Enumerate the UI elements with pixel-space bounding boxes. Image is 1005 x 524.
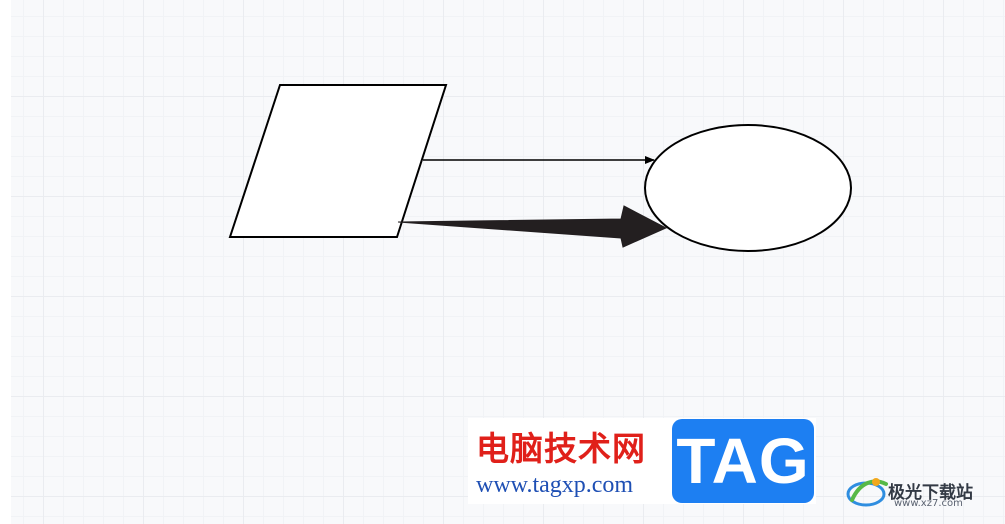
thick-block-arrow[interactable] (397, 205, 668, 248)
left-edge-strip (0, 0, 11, 524)
corner-site-logo: 极光下载站 www.xz7.com (846, 470, 996, 510)
aurora-logo-icon (846, 478, 888, 507)
corner-logo-name: 极光下载站 (888, 483, 973, 503)
watermark-tag-logo: TAG (672, 419, 814, 503)
watermark-site-name: 电脑技术网 (476, 429, 646, 468)
corner-logo-url: www.xz7.com (894, 498, 963, 509)
ellipse-shape[interactable] (644, 124, 852, 252)
watermark-url: www.tagxp.com (476, 472, 634, 498)
parallelogram-shape[interactable] (228, 84, 448, 238)
